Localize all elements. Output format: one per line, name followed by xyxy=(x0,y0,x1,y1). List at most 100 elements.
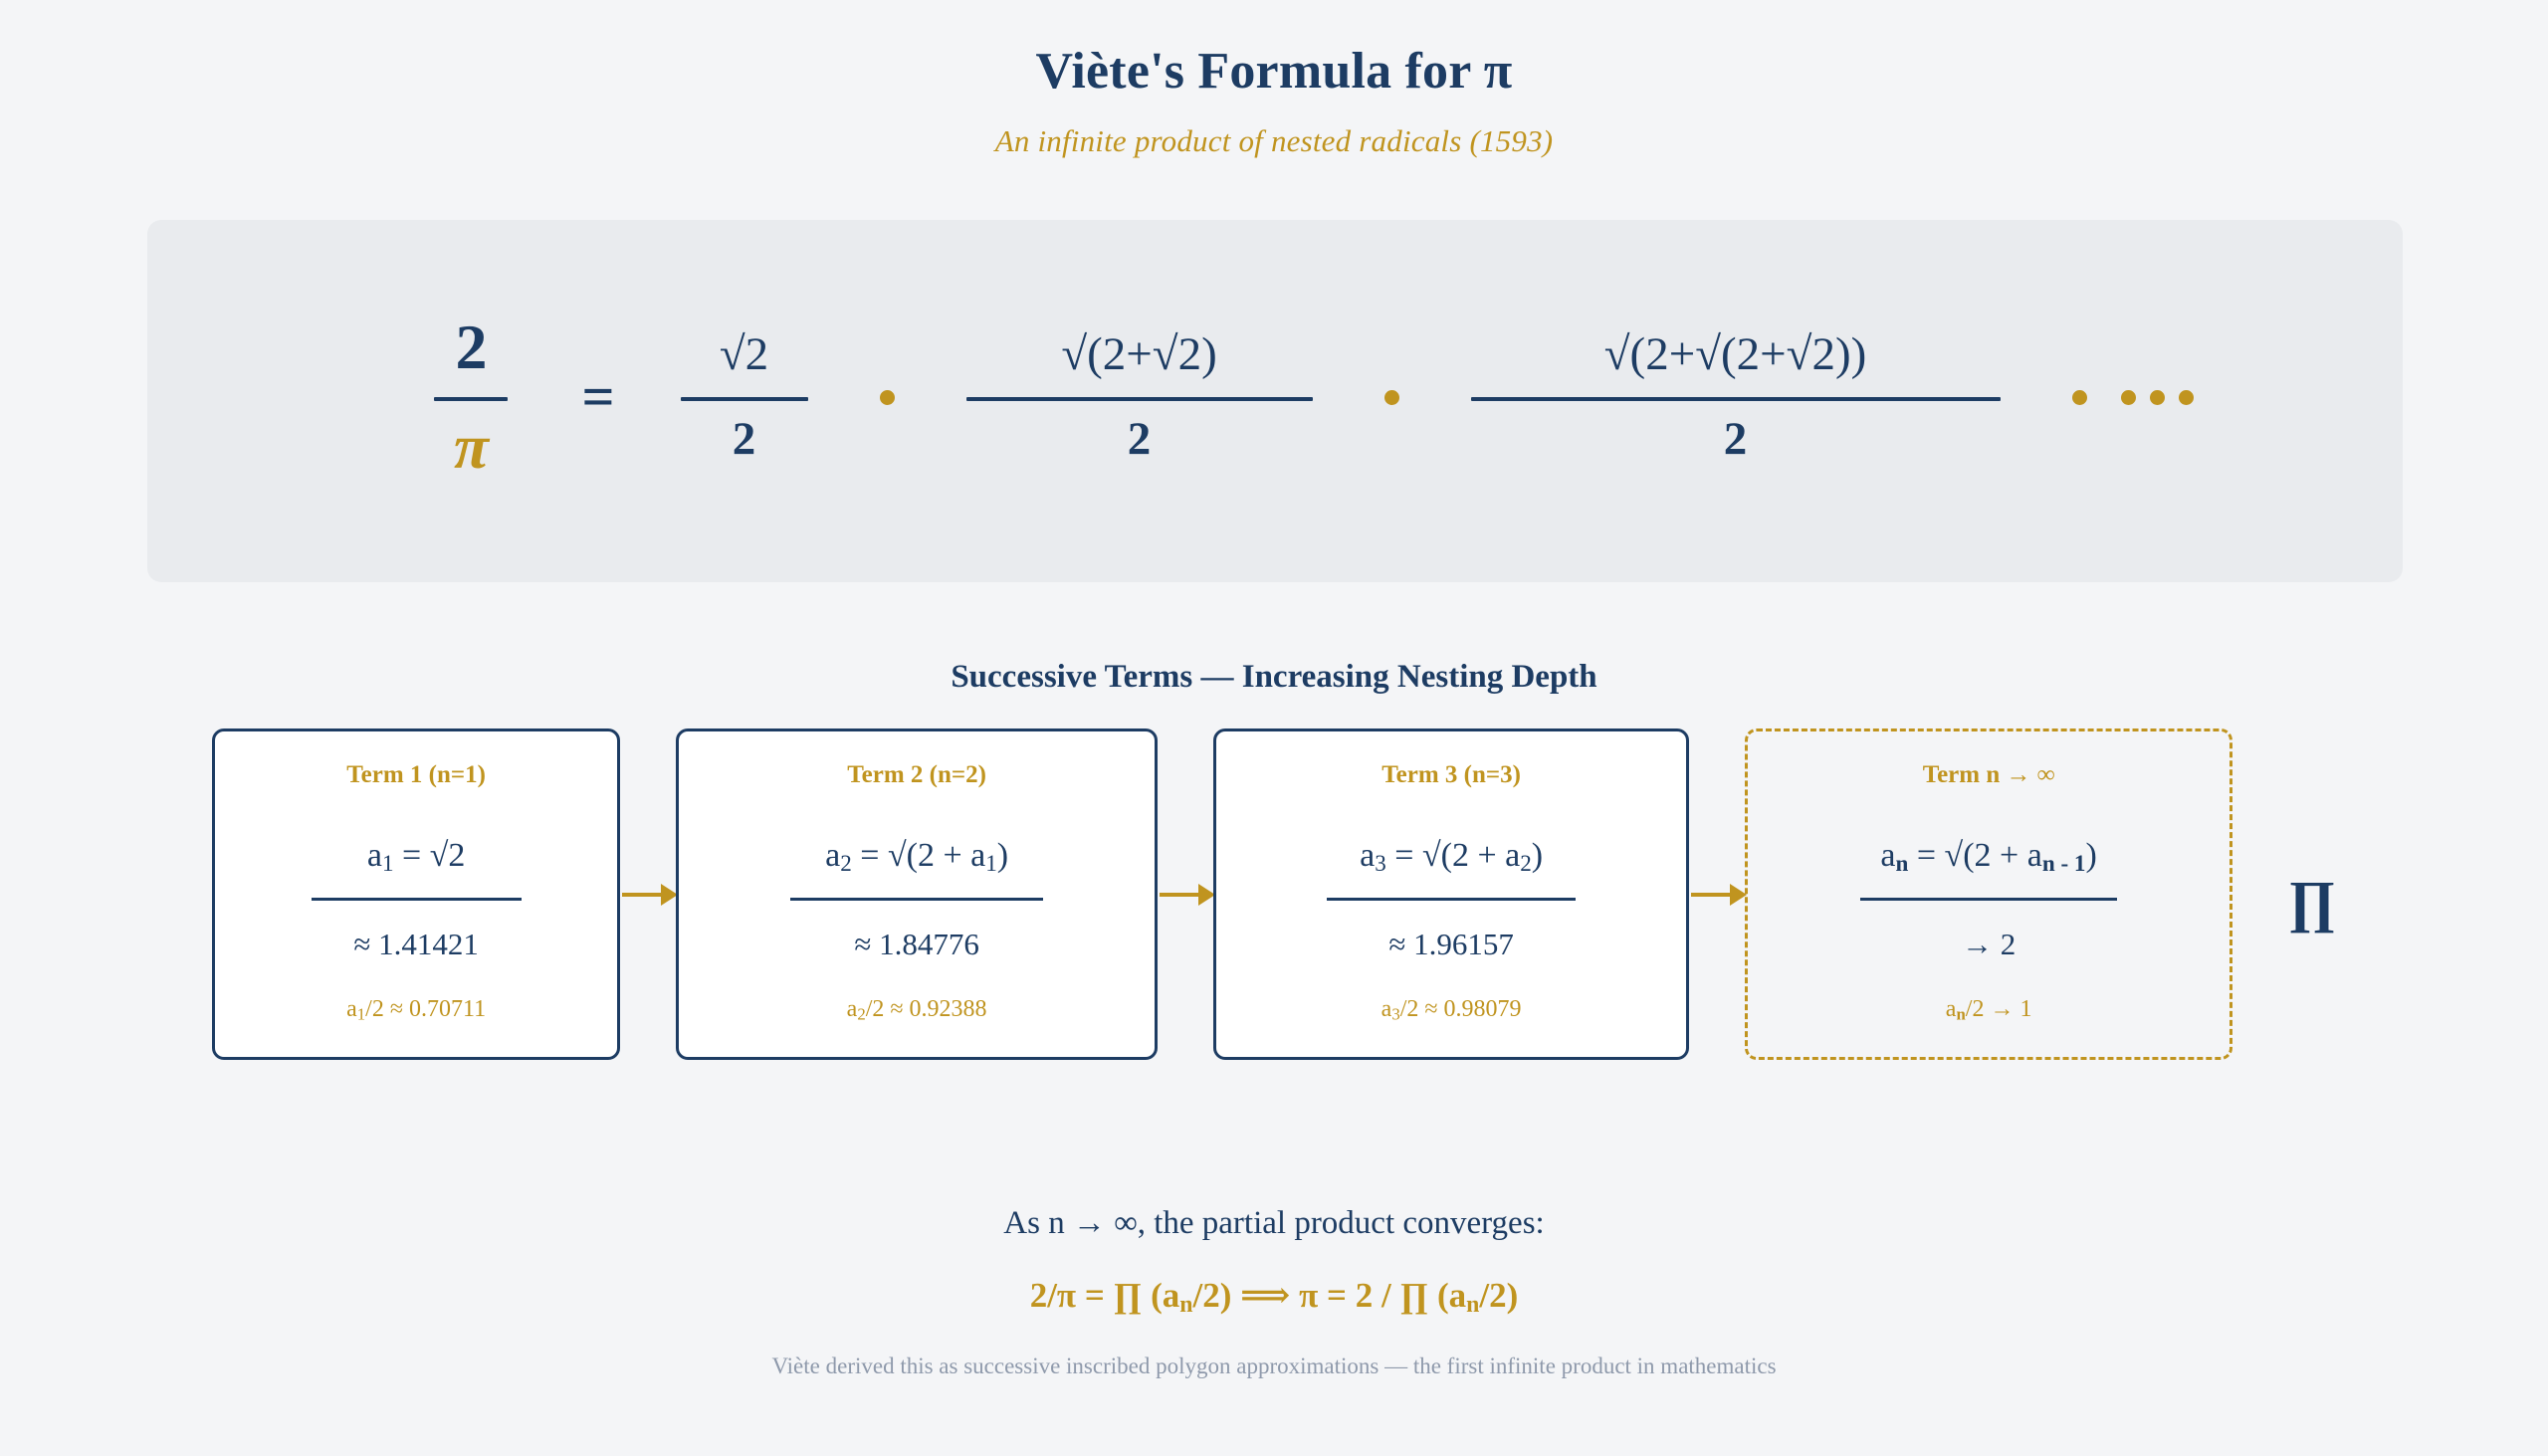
conclusion-subscript-2: n xyxy=(1466,1292,1480,1319)
formula-banner: 2 π = √2 2 √(2+√2) 2 √(2+√(2+√2)) 2 xyxy=(147,220,2403,582)
term-card-value: ≈ 1.41421 xyxy=(353,927,479,962)
term-cards-container: Term 1 (n=1) a1 = √2 ≈ 1.41421 a1/2 ≈ 0.… xyxy=(0,728,2548,1060)
term-card-formula: a3 = √(2 + a2) xyxy=(1360,837,1543,878)
term-card-formula: a2 = √(2 + a1) xyxy=(825,837,1008,878)
arrow-head xyxy=(1198,883,1216,906)
page-subtitle: An infinite product of nested radicals (… xyxy=(994,122,1554,158)
conclusion-block: As n → ∞, the partial product converges:… xyxy=(0,1202,2548,1321)
card-divider xyxy=(1860,898,2117,902)
formula-variable: a xyxy=(1880,837,1896,874)
ratio-variable: a xyxy=(1380,996,1392,1023)
ratio-body: /2 ≈ 0.98079 xyxy=(1399,996,1522,1023)
conclusion-formula: 2/π = ∏ (an/2) ⟹ π = 2 / ∏ (an/2) xyxy=(0,1273,2548,1321)
ratio-subscript: 2 xyxy=(857,1004,866,1024)
fraction-bar xyxy=(965,397,1313,401)
arrow-head xyxy=(1730,883,1748,906)
formula-variable: a xyxy=(825,837,841,874)
formula-body: = √(2 + a xyxy=(1385,837,1521,874)
formula-tail: ) xyxy=(1531,837,1544,874)
conclusion-subscript-1: n xyxy=(1179,1292,1193,1319)
ratio-variable: a xyxy=(346,996,357,1023)
ratio-variable: a xyxy=(846,996,858,1023)
formula-subscript: n xyxy=(1895,851,1909,878)
formula-tail: ) xyxy=(996,837,1009,874)
formula-subscript-inner: n - 1 xyxy=(2041,851,2086,878)
formula-subscript-inner: 2 xyxy=(1520,851,1532,878)
ellipsis-dot xyxy=(2120,389,2136,405)
section-title: Successive Terms — Increasing Nesting De… xyxy=(951,659,1597,695)
term-card-value: → 2 xyxy=(1962,927,2017,962)
fraction-two-over-pi: 2 π xyxy=(434,312,509,482)
fraction-bar xyxy=(1470,397,2001,401)
term-card-title: Term n → ∞ xyxy=(1922,761,2055,788)
formula-body: = √2 xyxy=(393,837,466,874)
formula-term-3: √(2+√(2+√2)) 2 xyxy=(1470,328,2001,465)
flow-arrow-2-icon xyxy=(1158,728,1216,1060)
conclusion-formula-part-1: 2/π = ∏ (a xyxy=(1029,1275,1180,1315)
footnote: Viète derived this as successive inscrib… xyxy=(771,1353,1777,1378)
term-card-title: Term 3 (n=3) xyxy=(1381,761,1521,788)
term-card-1: Term 1 (n=1) a1 = √2 ≈ 1.41421 a1/2 ≈ 0.… xyxy=(212,728,621,1060)
formula-subscript: 1 xyxy=(381,851,394,878)
term-card-formula: a1 = √2 xyxy=(367,837,466,878)
term-card-formula: an = √(2 + an - 1) xyxy=(1880,837,2096,878)
ellipsis-icon xyxy=(2071,389,2194,405)
ellipsis-dot xyxy=(2149,389,2165,405)
conclusion-formula-part-2: /2) ⟹ π = 2 / ∏ (a xyxy=(1192,1275,1467,1315)
formula-body: = √(2 + a xyxy=(1908,837,2042,874)
header: Viète's Formula for π An infinite produc… xyxy=(0,0,2548,159)
product-symbol-icon: ∏ xyxy=(2288,869,2336,934)
fraction-bar xyxy=(680,397,808,401)
arrow-shaft xyxy=(1160,892,1206,897)
term-numerator: √(2+√2) xyxy=(1061,328,1217,381)
term-card-title: Term 2 (n=2) xyxy=(847,761,986,788)
conclusion-formula-part-3: /2) xyxy=(1479,1275,1519,1315)
card-divider xyxy=(311,898,522,902)
formula-body: = √(2 + a xyxy=(851,837,986,874)
fraction-numerator: 2 xyxy=(455,312,488,383)
formula-subscript: 2 xyxy=(840,851,852,878)
formula-row: 2 π = √2 2 √(2+√2) 2 √(2+√(2+√2)) 2 xyxy=(356,312,2194,482)
formula-variable: a xyxy=(1360,837,1376,874)
formula-subscript-inner: 1 xyxy=(985,851,997,878)
term-card-ratio: a3/2 ≈ 0.98079 xyxy=(1381,996,1522,1025)
conclusion-text: As n → ∞, the partial product converges: xyxy=(1003,1205,1545,1241)
arrow-shaft xyxy=(1691,892,1738,897)
fraction-denominator: π xyxy=(454,411,489,482)
card-divider xyxy=(790,898,1044,902)
term-card-ratio: an/2 → 1 xyxy=(1946,996,2032,1025)
arrow-shaft xyxy=(622,892,669,897)
page-title: Viète's Formula for π xyxy=(1035,43,1513,100)
formula-tail: ) xyxy=(2085,837,2097,874)
formula-term-1: √2 2 xyxy=(680,328,808,465)
term-numerator: √2 xyxy=(719,328,769,381)
ratio-body: /2 ≈ 0.70711 xyxy=(365,996,487,1023)
equals-sign: = xyxy=(581,364,615,429)
term-card-title: Term 1 (n=1) xyxy=(346,761,486,788)
fraction-bar xyxy=(434,397,509,401)
term-numerator: √(2+√(2+√2)) xyxy=(1603,328,1867,381)
term-card-value: ≈ 1.84776 xyxy=(854,927,979,962)
ellipsis-dot xyxy=(2071,389,2087,405)
term-card-ratio: a1/2 ≈ 0.70711 xyxy=(346,996,486,1025)
ratio-variable: a xyxy=(1945,996,1957,1023)
ratio-body: /2 → 1 xyxy=(1965,996,2032,1023)
term-denominator: 2 xyxy=(1723,413,1748,465)
ratio-subscript: 1 xyxy=(356,1004,366,1024)
term-denominator: 2 xyxy=(732,413,756,465)
term-card-ratio: a2/2 ≈ 0.92388 xyxy=(847,996,987,1025)
flow-arrow-1-icon xyxy=(620,728,679,1060)
ratio-body: /2 ≈ 0.92388 xyxy=(865,996,987,1023)
multiplication-dot-icon xyxy=(879,389,895,405)
formula-variable: a xyxy=(366,837,382,874)
card-divider xyxy=(1326,898,1577,902)
flow-arrow-3-icon xyxy=(1689,728,1748,1060)
multiplication-dot-icon xyxy=(1383,389,1399,405)
ratio-subscript: n xyxy=(1956,1004,1966,1024)
term-card-value: ≈ 1.96157 xyxy=(1388,927,1514,962)
term-card-limit: Term n → ∞ an = √(2 + an - 1) → 2 an/2 →… xyxy=(1745,728,2233,1060)
term-card-2: Term 2 (n=2) a2 = √(2 + a1) ≈ 1.84776 a2… xyxy=(676,728,1159,1060)
formula-term-2: √(2+√2) 2 xyxy=(965,328,1313,465)
ratio-subscript: 3 xyxy=(1391,1004,1400,1024)
